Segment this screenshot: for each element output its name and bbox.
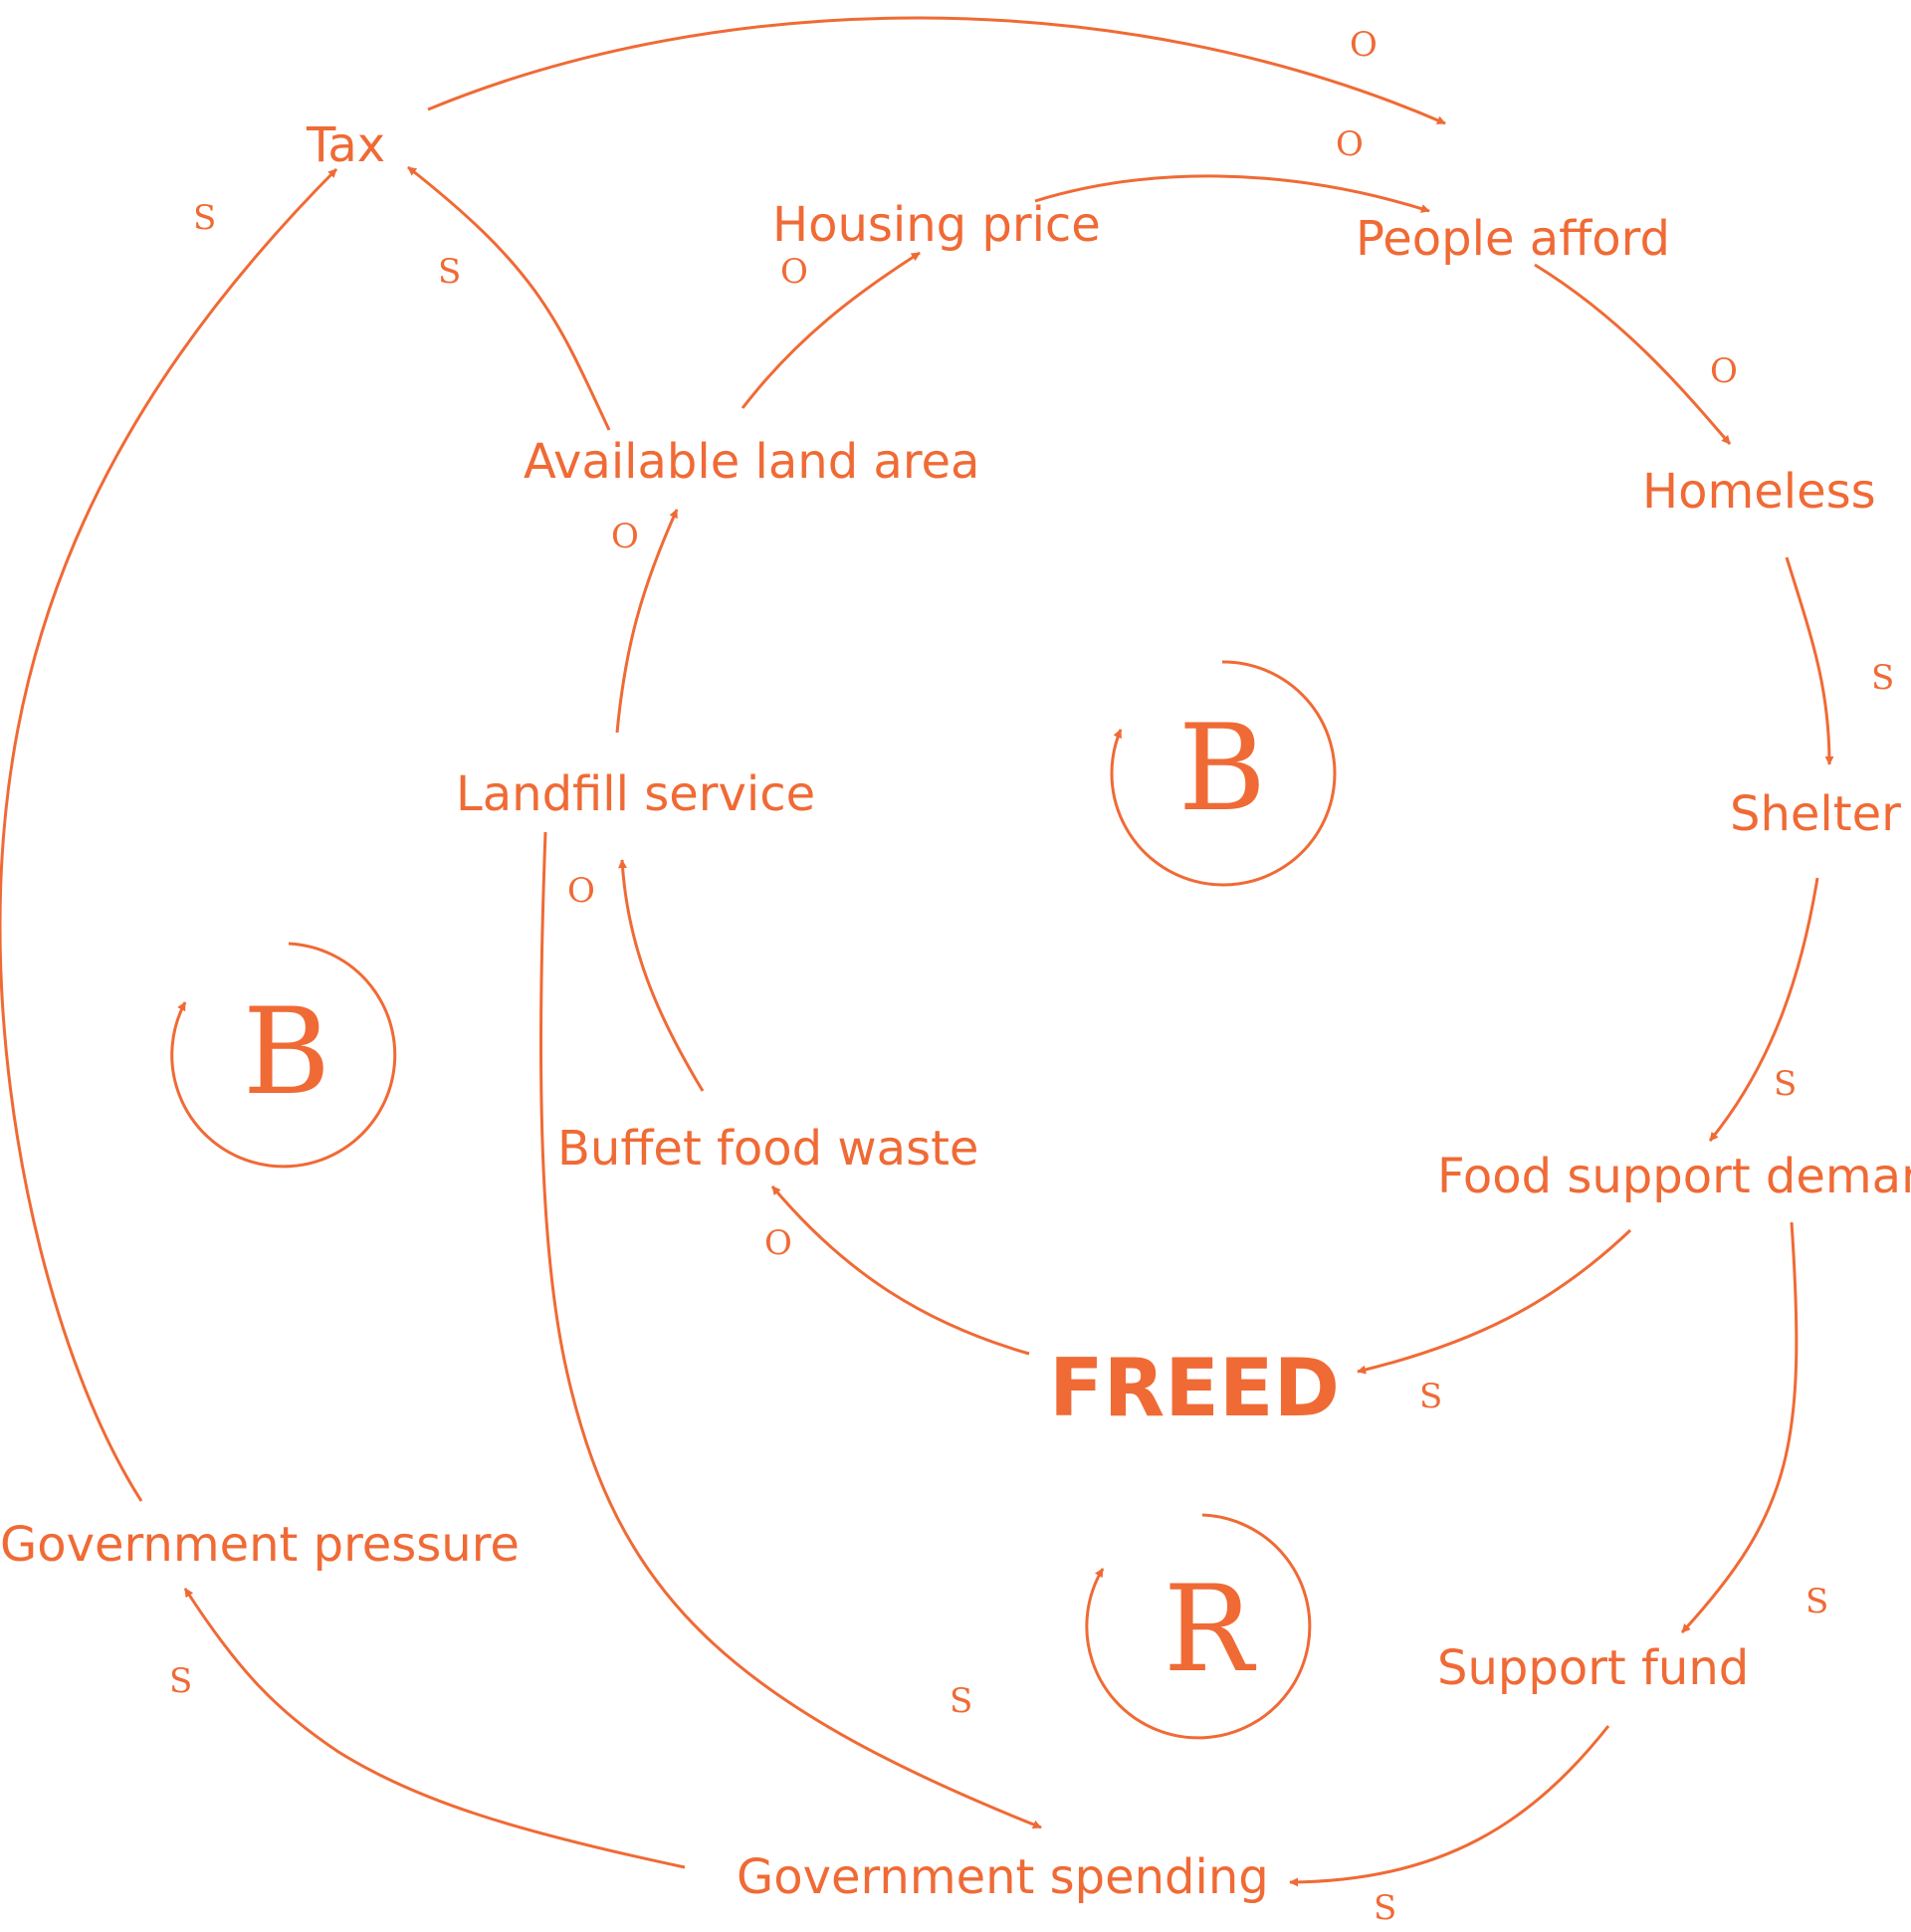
nodes: Tax Housing price People afford Availabl…: [0, 117, 1911, 1905]
loop-label-bottom: R: [1164, 1561, 1257, 1699]
loop-indicators: B B R: [170, 660, 1337, 1740]
polarity-fund-to-spending: S: [1374, 1888, 1396, 1928]
polarity-shelter-to-demand: S: [1774, 1064, 1797, 1104]
node-people-afford: People afford: [1356, 211, 1670, 267]
polarity-homeless-to-shelter: S: [1871, 658, 1894, 698]
node-available-land-area: Available land area: [524, 434, 979, 490]
edge-buffet-waste-to-landfill: [617, 859, 705, 1092]
loop-label-left: B: [243, 983, 330, 1122]
polarity-freed-to-waste: O: [764, 1223, 792, 1263]
edge-landfill-to-available-land: [615, 509, 679, 734]
polarity-landfill-to-spending: S: [950, 1681, 972, 1721]
edge-freed-to-buffet-waste: [770, 1185, 1030, 1356]
edge-support-fund-to-government-spending: [1289, 1725, 1610, 1887]
edge-food-demand-to-support-fund: [1680, 1221, 1799, 1634]
edge-landfill-to-government-spending: [538, 831, 1042, 1829]
edge-people-afford-to-homeless: [1534, 263, 1732, 445]
edge-tax-to-people-afford: [427, 16, 1446, 125]
node-freed: FREED: [1049, 1342, 1340, 1434]
polarity-landfill-to-land: O: [611, 517, 639, 556]
node-government-spending: Government spending: [737, 1849, 1269, 1905]
polarity-tax-to-afford: O: [1350, 25, 1378, 65]
node-shelter: Shelter: [1730, 786, 1901, 842]
node-housing-price: Housing price: [772, 197, 1101, 253]
edges: [0, 16, 1834, 1887]
polarity-labels: O O O O S S S O O S O S S S S S: [169, 25, 1894, 1928]
edge-available-land-to-tax: [407, 165, 611, 431]
polarity-pressure-to-tax: S: [193, 198, 216, 238]
edge-food-demand-to-freed: [1357, 1228, 1632, 1375]
edge-shelter-to-food-demand: [1708, 877, 1819, 1142]
node-homeless: Homeless: [1642, 464, 1876, 520]
polarity-land-to-price: O: [780, 252, 808, 292]
polarity-afford-to-homeless: O: [1710, 351, 1738, 391]
node-support-fund: Support fund: [1437, 1640, 1749, 1696]
edge-government-spending-to-pressure: [183, 1588, 686, 1869]
loop-arrow-left: [170, 942, 397, 1169]
polarity-demand-to-freed: S: [1419, 1377, 1442, 1416]
polarity-spending-to-pressure: S: [169, 1661, 192, 1701]
loop-label-inner: B: [1178, 700, 1266, 838]
node-food-support-demand: Food support demand: [1437, 1149, 1911, 1204]
edge-homeless-to-shelter: [1785, 556, 1834, 765]
edge-government-pressure-to-tax: [0, 167, 338, 1502]
node-buffet-food-waste: Buffet food waste: [557, 1121, 978, 1177]
node-government-pressure: Government pressure: [0, 1517, 520, 1573]
loop-arrow-inner: [1110, 660, 1337, 887]
loop-arrow-bottom: [1085, 1513, 1312, 1740]
edge-housing-price-to-people-afford: [1034, 174, 1430, 213]
polarity-land-to-tax: S: [438, 252, 461, 292]
edge-available-land-to-housing-price: [741, 251, 921, 409]
node-landfill-service: Landfill service: [456, 766, 815, 822]
polarity-demand-to-fund: S: [1805, 1582, 1828, 1621]
polarity-waste-to-landfill: O: [567, 871, 595, 911]
node-tax: Tax: [306, 117, 385, 173]
polarity-price-to-afford: O: [1336, 124, 1364, 164]
